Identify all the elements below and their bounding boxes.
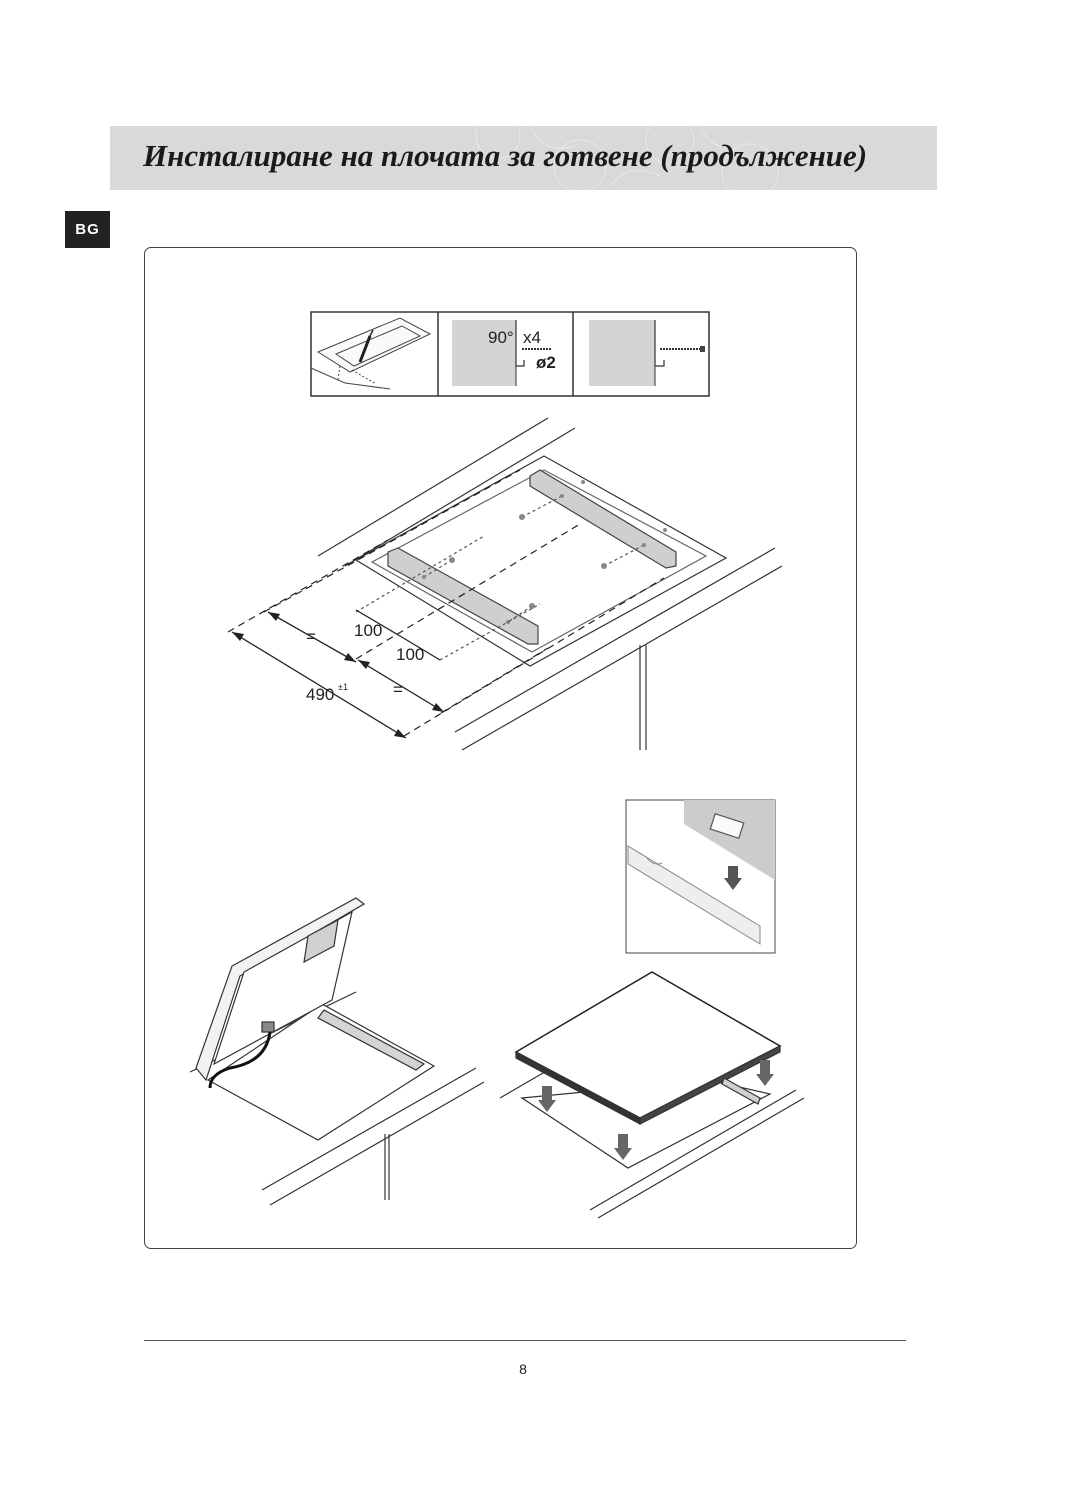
worktop-cutout-illustration xyxy=(227,417,783,751)
screw-fixing-illustration xyxy=(589,320,705,386)
marking-step-illustration xyxy=(310,317,432,390)
bracket-angle-illustration: 90° x4 ø2 xyxy=(452,320,556,386)
step-panel: 90° x4 ø2 xyxy=(310,311,710,397)
footer-rule xyxy=(144,1340,906,1341)
angle-label: 90° xyxy=(488,328,514,347)
page-number: 8 xyxy=(519,1361,527,1377)
bracket-detail-inset xyxy=(625,799,776,954)
decorative-background xyxy=(475,126,779,190)
equal-mark-2: = xyxy=(393,680,403,699)
overall-tolerance-label: ±1 xyxy=(338,682,348,692)
equal-mark-1: = xyxy=(306,627,316,646)
spacing-label-1: 100 xyxy=(354,621,382,640)
count-label: x4 xyxy=(523,328,541,347)
cable-connection-illustration xyxy=(189,897,485,1206)
hob-placement-illustration xyxy=(499,971,805,1219)
spacing-label-2: 100 xyxy=(396,645,424,664)
page-title: Инсталиране на плочата за готвене (продъ… xyxy=(143,138,868,173)
dimension-labels: = 100 100 = 490 ±1 xyxy=(306,621,424,704)
title-band: Инсталиране на плочата за готвене (продъ… xyxy=(110,126,937,190)
illustration-frame xyxy=(144,247,857,1249)
overall-width-label: 490 xyxy=(306,685,334,704)
drill-size-label: ø2 xyxy=(536,353,556,372)
language-badge: BG xyxy=(65,211,110,248)
